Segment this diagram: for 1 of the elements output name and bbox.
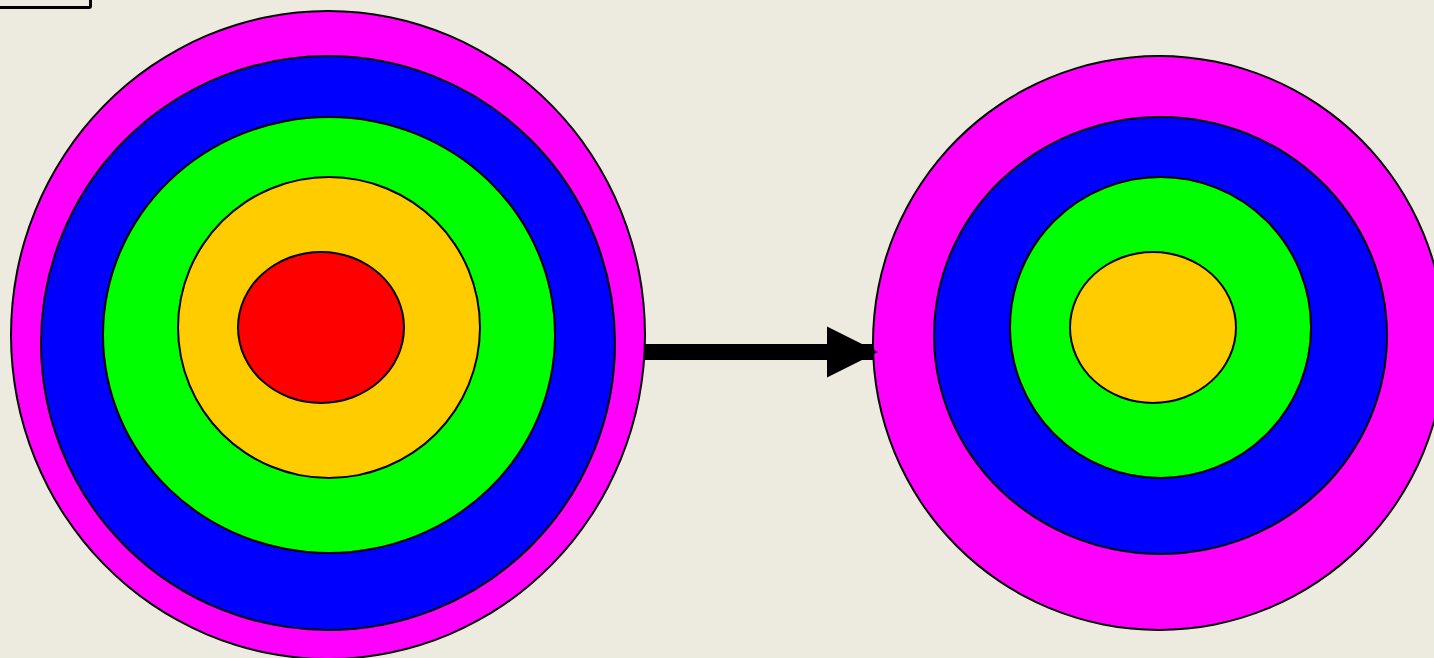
arrow <box>645 326 879 378</box>
